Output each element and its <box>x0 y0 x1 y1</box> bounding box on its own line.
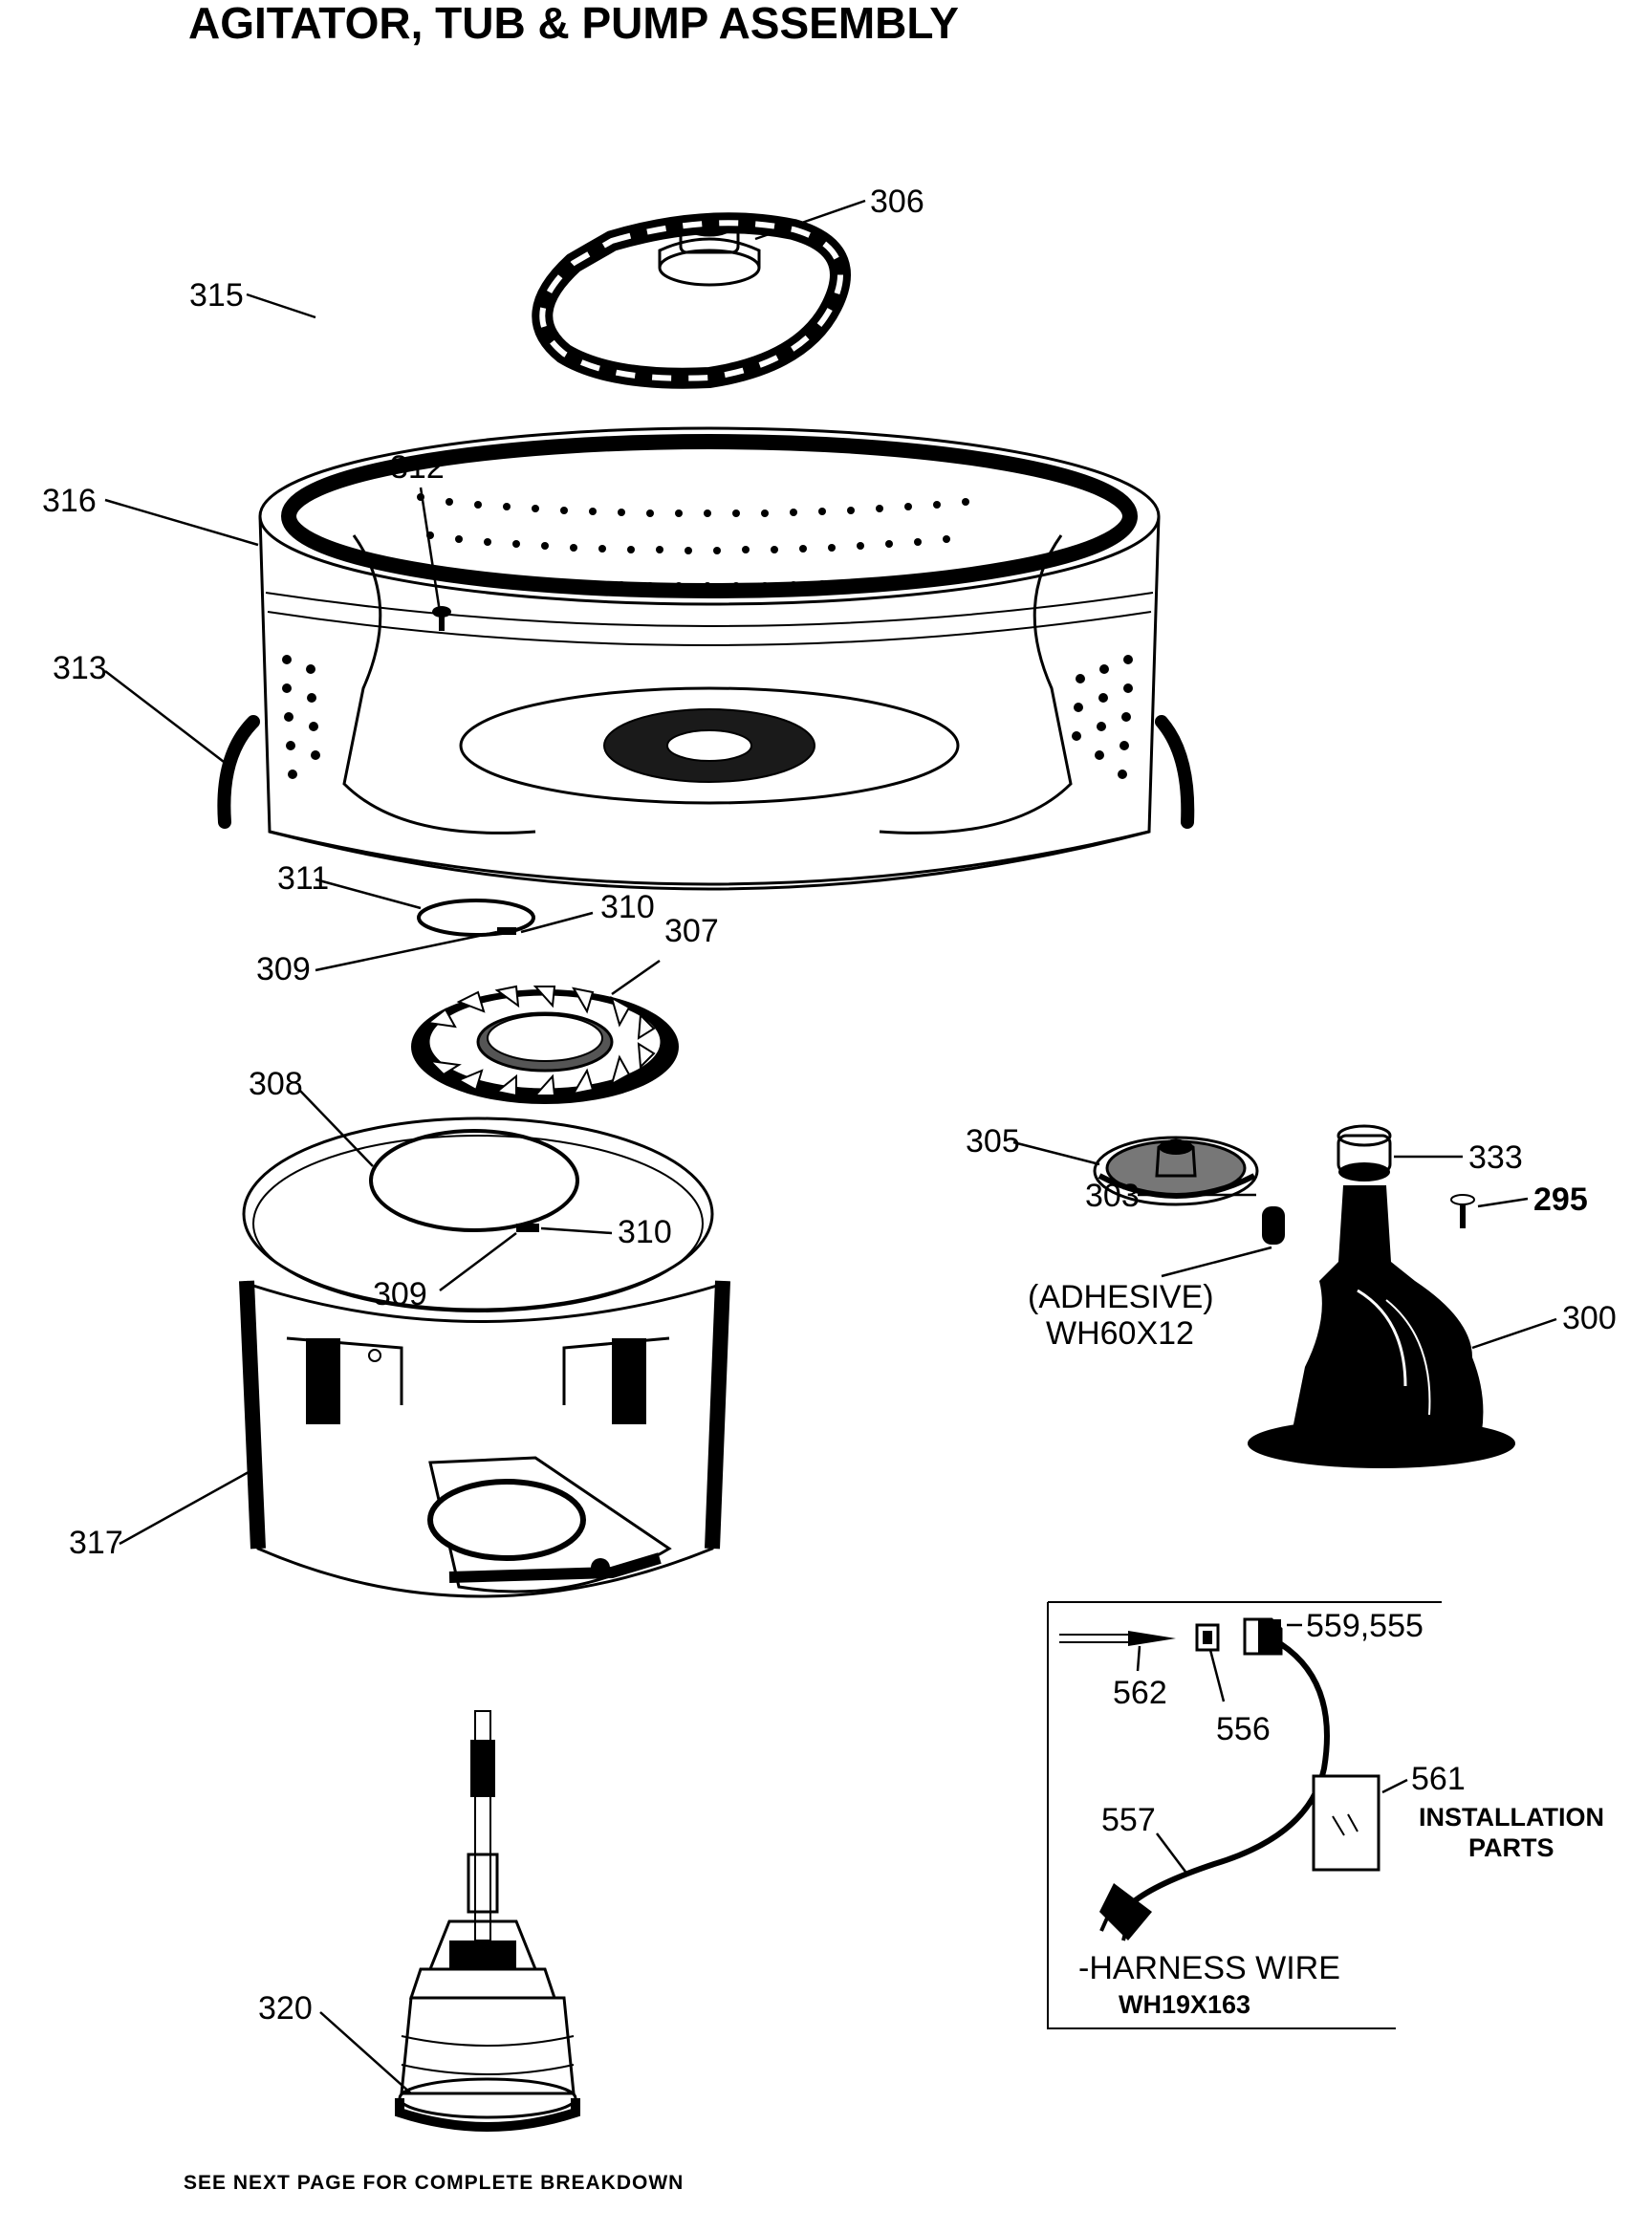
tub-seal-307 <box>411 985 679 1104</box>
callout-307: 307 <box>664 913 719 949</box>
installation-parts-label: INSTALLATION <box>1419 1803 1604 1832</box>
screw-295 <box>1450 1194 1475 1228</box>
callout-313: 313 <box>53 650 107 686</box>
page-title: AGITATOR, TUB & PUMP ASSEMBLY <box>188 0 959 48</box>
callout-562: 562 <box>1113 1675 1167 1711</box>
balance-ring-315 <box>532 212 851 389</box>
harness-wire-label: -HARNESS WIRE <box>1078 1950 1340 1986</box>
callout-305: 305 <box>966 1123 1020 1160</box>
callout-333: 333 <box>1468 1139 1523 1176</box>
transmission-320 <box>395 1710 580 2132</box>
installation-parts-label-2: PARTS <box>1468 1833 1554 1862</box>
callout-559-555: 559,555 <box>1306 1608 1424 1644</box>
clamp-ring-308 <box>369 1129 579 1232</box>
callout-561: 561 <box>1411 1761 1466 1797</box>
footer-note: SEE NEXT PAGE FOR COMPLETE BREAKDOWN <box>184 2172 684 2194</box>
agitator-300 <box>1248 1185 1515 1468</box>
callout-300: 300 <box>1562 1300 1617 1336</box>
spin-basket-316 <box>258 426 1161 891</box>
outer-tub-317 <box>239 1116 730 1598</box>
suspension-rod-313 <box>217 715 1195 829</box>
callout-556: 556 <box>1216 1711 1271 1747</box>
callout-312: 312 <box>390 449 445 486</box>
callout-315: 315 <box>189 277 244 314</box>
callout-308: 308 <box>249 1066 303 1102</box>
callout-310-lower: 310 <box>618 1214 672 1250</box>
agitator-cap-333 <box>1337 1124 1392 1182</box>
callout-320: 320 <box>258 1990 313 2027</box>
adhesive-label: (ADHESIVE) <box>1028 1279 1214 1315</box>
callout-310-upper: 310 <box>600 889 655 925</box>
callout-311: 311 <box>277 860 329 897</box>
callout-306: 306 <box>870 184 924 220</box>
dome-303 <box>1262 1206 1285 1245</box>
callout-309-upper: 309 <box>256 951 311 987</box>
harness-kit-box <box>1047 1601 1442 2029</box>
callout-303: 303 <box>1085 1178 1140 1214</box>
callout-295: 295 <box>1533 1182 1588 1218</box>
harness-wire-part-number: WH19X163 <box>1119 1990 1250 2019</box>
callout-317: 317 <box>69 1525 123 1561</box>
callout-557: 557 <box>1101 1802 1156 1838</box>
adhesive-part-number: WH60X12 <box>1046 1315 1194 1352</box>
clamp-ring-311 <box>417 899 535 937</box>
callout-316: 316 <box>42 483 97 519</box>
